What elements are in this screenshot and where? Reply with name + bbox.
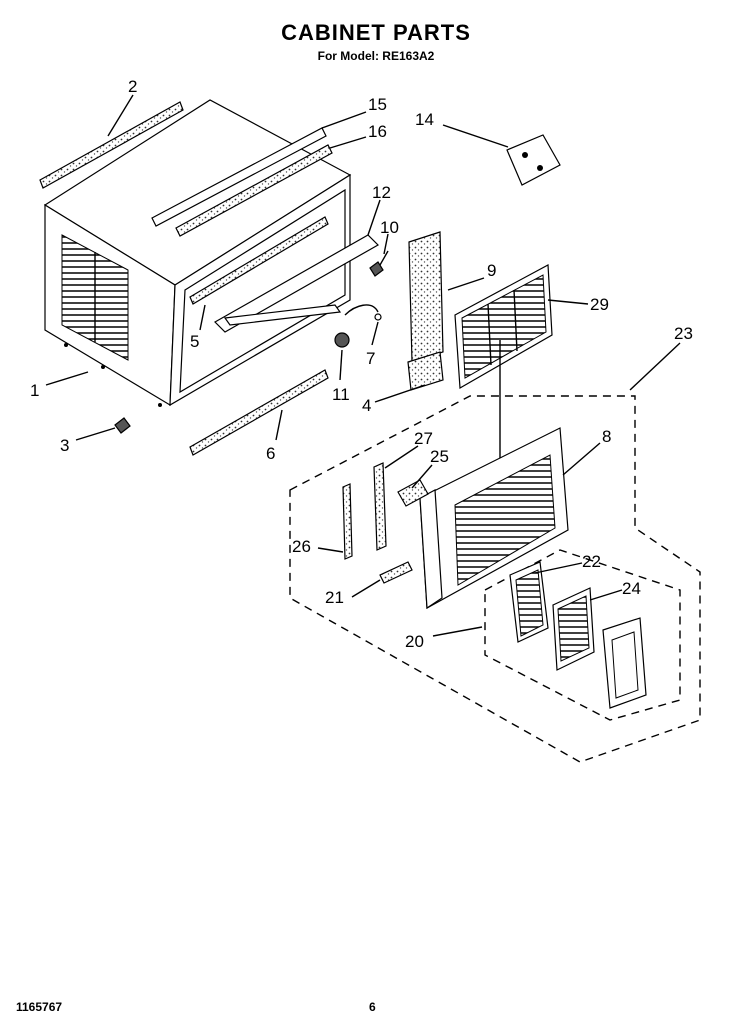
foam-strip-16 — [175, 144, 333, 237]
document-number: 1165767 — [16, 1000, 63, 1014]
nut-11 — [334, 332, 350, 348]
front-panel-assembly-outline — [289, 395, 701, 763]
page-title: CABINET PARTS — [281, 20, 471, 45]
page-number: 6 — [369, 1000, 376, 1014]
bottom-seal-strip — [189, 369, 329, 456]
foam-strip-27 — [373, 462, 387, 551]
air-filter-29 — [454, 264, 553, 389]
louver-frame — [602, 617, 647, 709]
callout-9: 9 — [487, 261, 496, 280]
callout-1: 1 — [30, 381, 39, 400]
rail-strip-15 — [151, 127, 327, 227]
callout-26: 26 — [292, 537, 311, 556]
callout-15: 15 — [368, 95, 387, 114]
callout-8: 8 — [602, 427, 611, 446]
front-panel-8 — [419, 427, 569, 610]
callout-11: 11 — [332, 385, 350, 404]
support-bracket-12 — [214, 234, 379, 333]
callout-7: 7 — [366, 349, 375, 368]
callout-20: 20 — [405, 632, 424, 651]
callout-14: 14 — [415, 110, 434, 129]
cabinet-louvers — [61, 234, 129, 361]
louver-22 — [509, 561, 549, 643]
callout-6: 6 — [266, 444, 275, 463]
foam-pad-24 — [379, 561, 413, 584]
mounting-clip-14 — [506, 134, 561, 186]
foam-strip-26 — [342, 483, 353, 560]
seal-strip-5 — [189, 216, 329, 305]
callout-numbers: 2 15 16 14 12 10 9 29 23 5 7 1 11 4 3 6 … — [30, 77, 693, 651]
leader-lines — [45, 94, 681, 637]
foam-pad-25 — [397, 479, 429, 507]
callout-24: 21 — [325, 588, 344, 607]
callout-22: 22 — [582, 552, 601, 571]
filter-foam-9 — [408, 231, 444, 363]
screw-10 — [369, 250, 389, 277]
callout-27: 27 — [414, 429, 433, 448]
screw-3 — [114, 417, 131, 434]
louver-21 — [552, 587, 595, 671]
callout-10: 10 — [380, 218, 399, 237]
callout-25: 25 — [430, 447, 449, 466]
callout-5: 5 — [190, 332, 199, 351]
callout-3: 3 — [60, 436, 69, 455]
callout-29: 29 — [590, 295, 609, 314]
callout-21: 24 — [622, 579, 641, 598]
wire-clip-7 — [344, 304, 379, 316]
seal-block-4 — [407, 351, 444, 391]
callout-2: 2 — [128, 77, 137, 96]
callout-12: 12 — [372, 183, 391, 202]
callout-16: 16 — [368, 122, 387, 141]
callout-23: 23 — [674, 324, 693, 343]
support-bracket-lower — [223, 304, 342, 326]
callout-4: 4 — [362, 396, 371, 415]
louver-assembly-outline — [484, 549, 681, 721]
model-subtitle: For Model: RE163A2 — [317, 49, 435, 63]
top-seal-strip — [39, 101, 184, 189]
